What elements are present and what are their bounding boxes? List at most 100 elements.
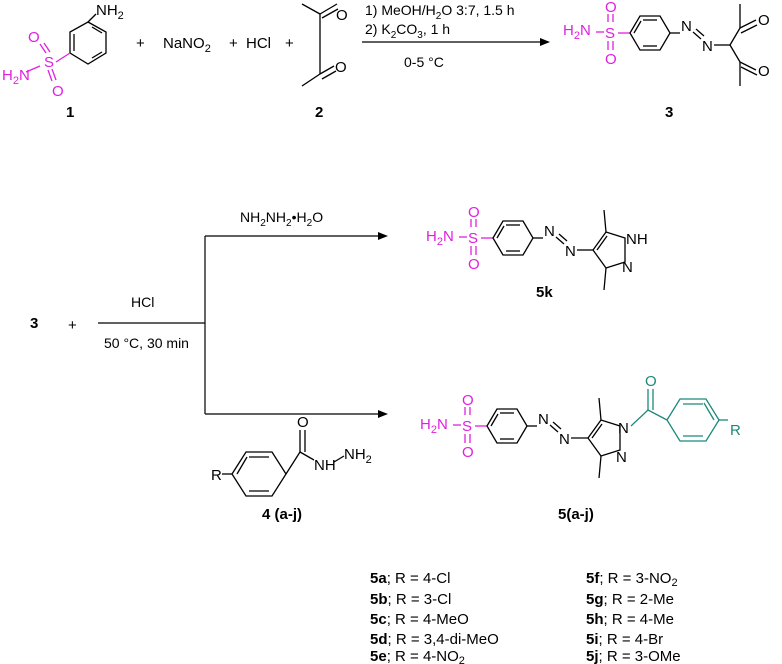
legend-item-5h: 5h; R = 4-Me: [586, 611, 674, 628]
sulfur-atom: S: [605, 25, 615, 42]
bond: [558, 233, 568, 242]
sulfur-atom: S: [44, 54, 54, 71]
methyl-bond: [598, 455, 602, 479]
bond: [739, 19, 757, 29]
azo-n-atom: N: [538, 411, 549, 428]
pyrazole-n-label: N: [622, 259, 633, 276]
oxygen-atom: O: [335, 59, 347, 76]
plus-sign: +: [285, 35, 294, 52]
benzene-ring: [69, 21, 107, 65]
bond: [695, 28, 705, 37]
acyl-bond: [630, 409, 649, 427]
sulfur-bond: [55, 52, 71, 63]
bond: [740, 24, 758, 34]
bond: [236, 456, 248, 475]
bond: [319, 3, 338, 15]
ring-double-bond: [91, 26, 103, 34]
legend-item-5d: 5d; R = 3,4-di-MeO: [370, 631, 499, 648]
oxygen-atom: O: [758, 12, 770, 29]
pyrazole-nh-label: NH: [626, 231, 648, 248]
benzene-ring: [231, 451, 287, 497]
azo-n-atom: N: [702, 38, 713, 55]
carbonyl-oxygen: O: [645, 373, 657, 390]
sulfonamide-nh2-label: H2N: [2, 67, 30, 87]
legend-item-5f: 5f; R = 3-NO2: [586, 570, 678, 589]
hydrazide-nh2-label: NH2: [344, 446, 372, 466]
ring-double-bond: [91, 51, 103, 59]
oxygen-atom: O: [468, 204, 480, 221]
bond: [321, 8, 339, 19]
methyl-bond: [603, 267, 607, 291]
bond: [301, 73, 321, 87]
bond: [647, 409, 668, 421]
azo-n-atom: N: [681, 18, 692, 35]
bond: [555, 236, 565, 245]
arrowhead: [378, 410, 388, 418]
oxygen-atom: O: [605, 0, 617, 16]
so-double-bond: [51, 68, 57, 81]
bond: [729, 44, 741, 63]
condition-line-2: 2) K2CO3, 1 h: [365, 21, 450, 41]
sulfur-atom: S: [462, 418, 472, 435]
bond: [729, 27, 741, 46]
bond: [285, 451, 301, 475]
bond: [703, 402, 715, 421]
product-5-label: 5(a-j): [558, 506, 594, 523]
bond: [333, 455, 345, 463]
arrowhead: [378, 232, 388, 240]
plus-sign: +: [136, 35, 145, 52]
legend-item-5g: 5g; R = 2-Me: [586, 591, 674, 608]
product-5k-structure: H2N S O O N N NH N: [426, 204, 648, 291]
substituent-legend: 5a; R = 4-Cl 5b; R = 3-Cl 5c; R = 4-MeO …: [370, 570, 681, 664]
so-double-bond: [47, 69, 53, 82]
bond: [299, 451, 315, 461]
temperature-condition: 50 °C, 30 min: [104, 335, 189, 351]
sulfonamide-nh2-label: H2N: [426, 228, 454, 248]
condition-line-3: 0-5 °C: [404, 54, 444, 70]
bond: [633, 20, 642, 34]
benzene-ring: [629, 15, 671, 51]
arrowhead: [540, 38, 550, 46]
oxygen-atom: O: [28, 29, 40, 46]
sulfonamide-nh2-label: H2N: [563, 22, 591, 42]
pyrazole-n1-label: N: [618, 420, 629, 437]
sodium-nitrite-label: NaNO2: [163, 35, 211, 55]
bond: [596, 235, 608, 251]
benzene-ring: [492, 220, 534, 256]
hydrazine-condition: NH2NH2•H2O: [240, 209, 323, 229]
benzoyl-ring: [666, 398, 720, 442]
r-group-label: R: [730, 422, 741, 439]
plus-sign: +: [229, 35, 238, 52]
pyrazole-ring: [587, 419, 621, 457]
azo-n-atom: N: [559, 431, 570, 448]
legend-item-5j: 5j; R = 3-OMe: [586, 648, 681, 664]
methyl-bond: [603, 209, 607, 233]
product-5-structure: H2N S O O N N N N O: [420, 373, 741, 479]
oxygen-atom: O: [52, 83, 64, 100]
legend-item-5a: 5a; R = 4-Cl: [370, 570, 450, 587]
oxygen-atom: O: [758, 63, 770, 80]
oxygen-atom: O: [468, 256, 480, 273]
bond: [549, 424, 559, 433]
azo-n-atom: N: [544, 223, 555, 240]
so-double-bond: [43, 42, 51, 53]
bond: [552, 421, 562, 430]
start-compound-3-label: 3: [30, 315, 38, 332]
legend-item-5c: 5c; R = 4-MeO: [370, 611, 469, 628]
compound-2-label: 2: [315, 104, 323, 121]
reagent-4-label: 4 (a-j): [262, 506, 302, 523]
bond: [490, 413, 499, 427]
bond: [692, 31, 702, 40]
benzene-ring: [486, 408, 528, 444]
hcl-condition: HCl: [131, 294, 154, 310]
hydrazide-nh-label: NH: [314, 457, 336, 474]
bond: [591, 423, 603, 439]
compound-3-structure: H2N S O O N N O O: [563, 0, 770, 86]
oxygen-atom: O: [462, 444, 474, 461]
bond: [496, 225, 505, 239]
sulfonamide-nh2-label: H2N: [420, 416, 448, 436]
methyl-bond: [598, 397, 602, 421]
oxygen-atom: O: [462, 392, 474, 409]
azo-n-atom: N: [565, 243, 576, 260]
